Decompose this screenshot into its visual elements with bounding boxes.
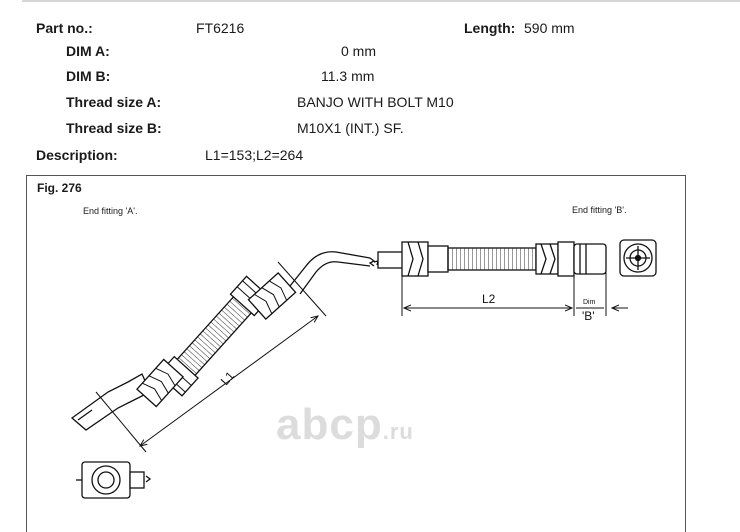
dimension-l2 bbox=[401, 272, 628, 316]
dim-b-label: 'B' bbox=[582, 309, 595, 323]
dimension-l1-label: L1 bbox=[218, 368, 238, 388]
thread-size-b-value: M10X1 (INT.) SF. bbox=[297, 120, 404, 136]
dimension-l1 bbox=[95, 261, 327, 453]
dimension-l2-label: L2 bbox=[482, 292, 496, 306]
hose-segment-b bbox=[377, 241, 607, 277]
description-label: Description: bbox=[36, 147, 118, 163]
part-no-value: FT6216 bbox=[196, 20, 245, 36]
dim-a-value: 0 mm bbox=[341, 43, 376, 59]
end-fitting-b-note: End fitting 'B'. bbox=[572, 205, 627, 215]
length-label: Length: bbox=[464, 20, 516, 36]
figure-frame bbox=[26, 175, 686, 532]
thread-size-a-value: BANJO WITH BOLT M10 bbox=[297, 94, 454, 110]
steel-pipe bbox=[289, 251, 379, 295]
description-value: L1=153;L2=264 bbox=[205, 147, 304, 163]
dim-label: Dim bbox=[583, 299, 596, 306]
dim-b-label: DIM B: bbox=[66, 68, 111, 84]
part-no-label: Part no.: bbox=[36, 20, 93, 36]
top-divider bbox=[22, 0, 740, 2]
figure-title: Fig. 276 bbox=[37, 181, 82, 195]
thread-size-a-label: Thread size A: bbox=[66, 94, 162, 110]
end-fitting-a-banjo-view bbox=[76, 461, 152, 499]
dim-b-value: 11.3 mm bbox=[321, 68, 375, 84]
end-fitting-a-note: End fitting 'A'. bbox=[83, 206, 138, 216]
thread-size-b-label: Thread size B: bbox=[66, 120, 162, 136]
watermark-tld: .ru bbox=[382, 419, 414, 444]
length-value: 590 mm bbox=[524, 20, 575, 36]
ferrule-a-upper bbox=[247, 272, 297, 320]
dim-a-label: DIM A: bbox=[66, 43, 110, 59]
end-fitting-b-hex-view bbox=[619, 239, 657, 277]
end-fitting-a-pipe bbox=[70, 373, 151, 431]
